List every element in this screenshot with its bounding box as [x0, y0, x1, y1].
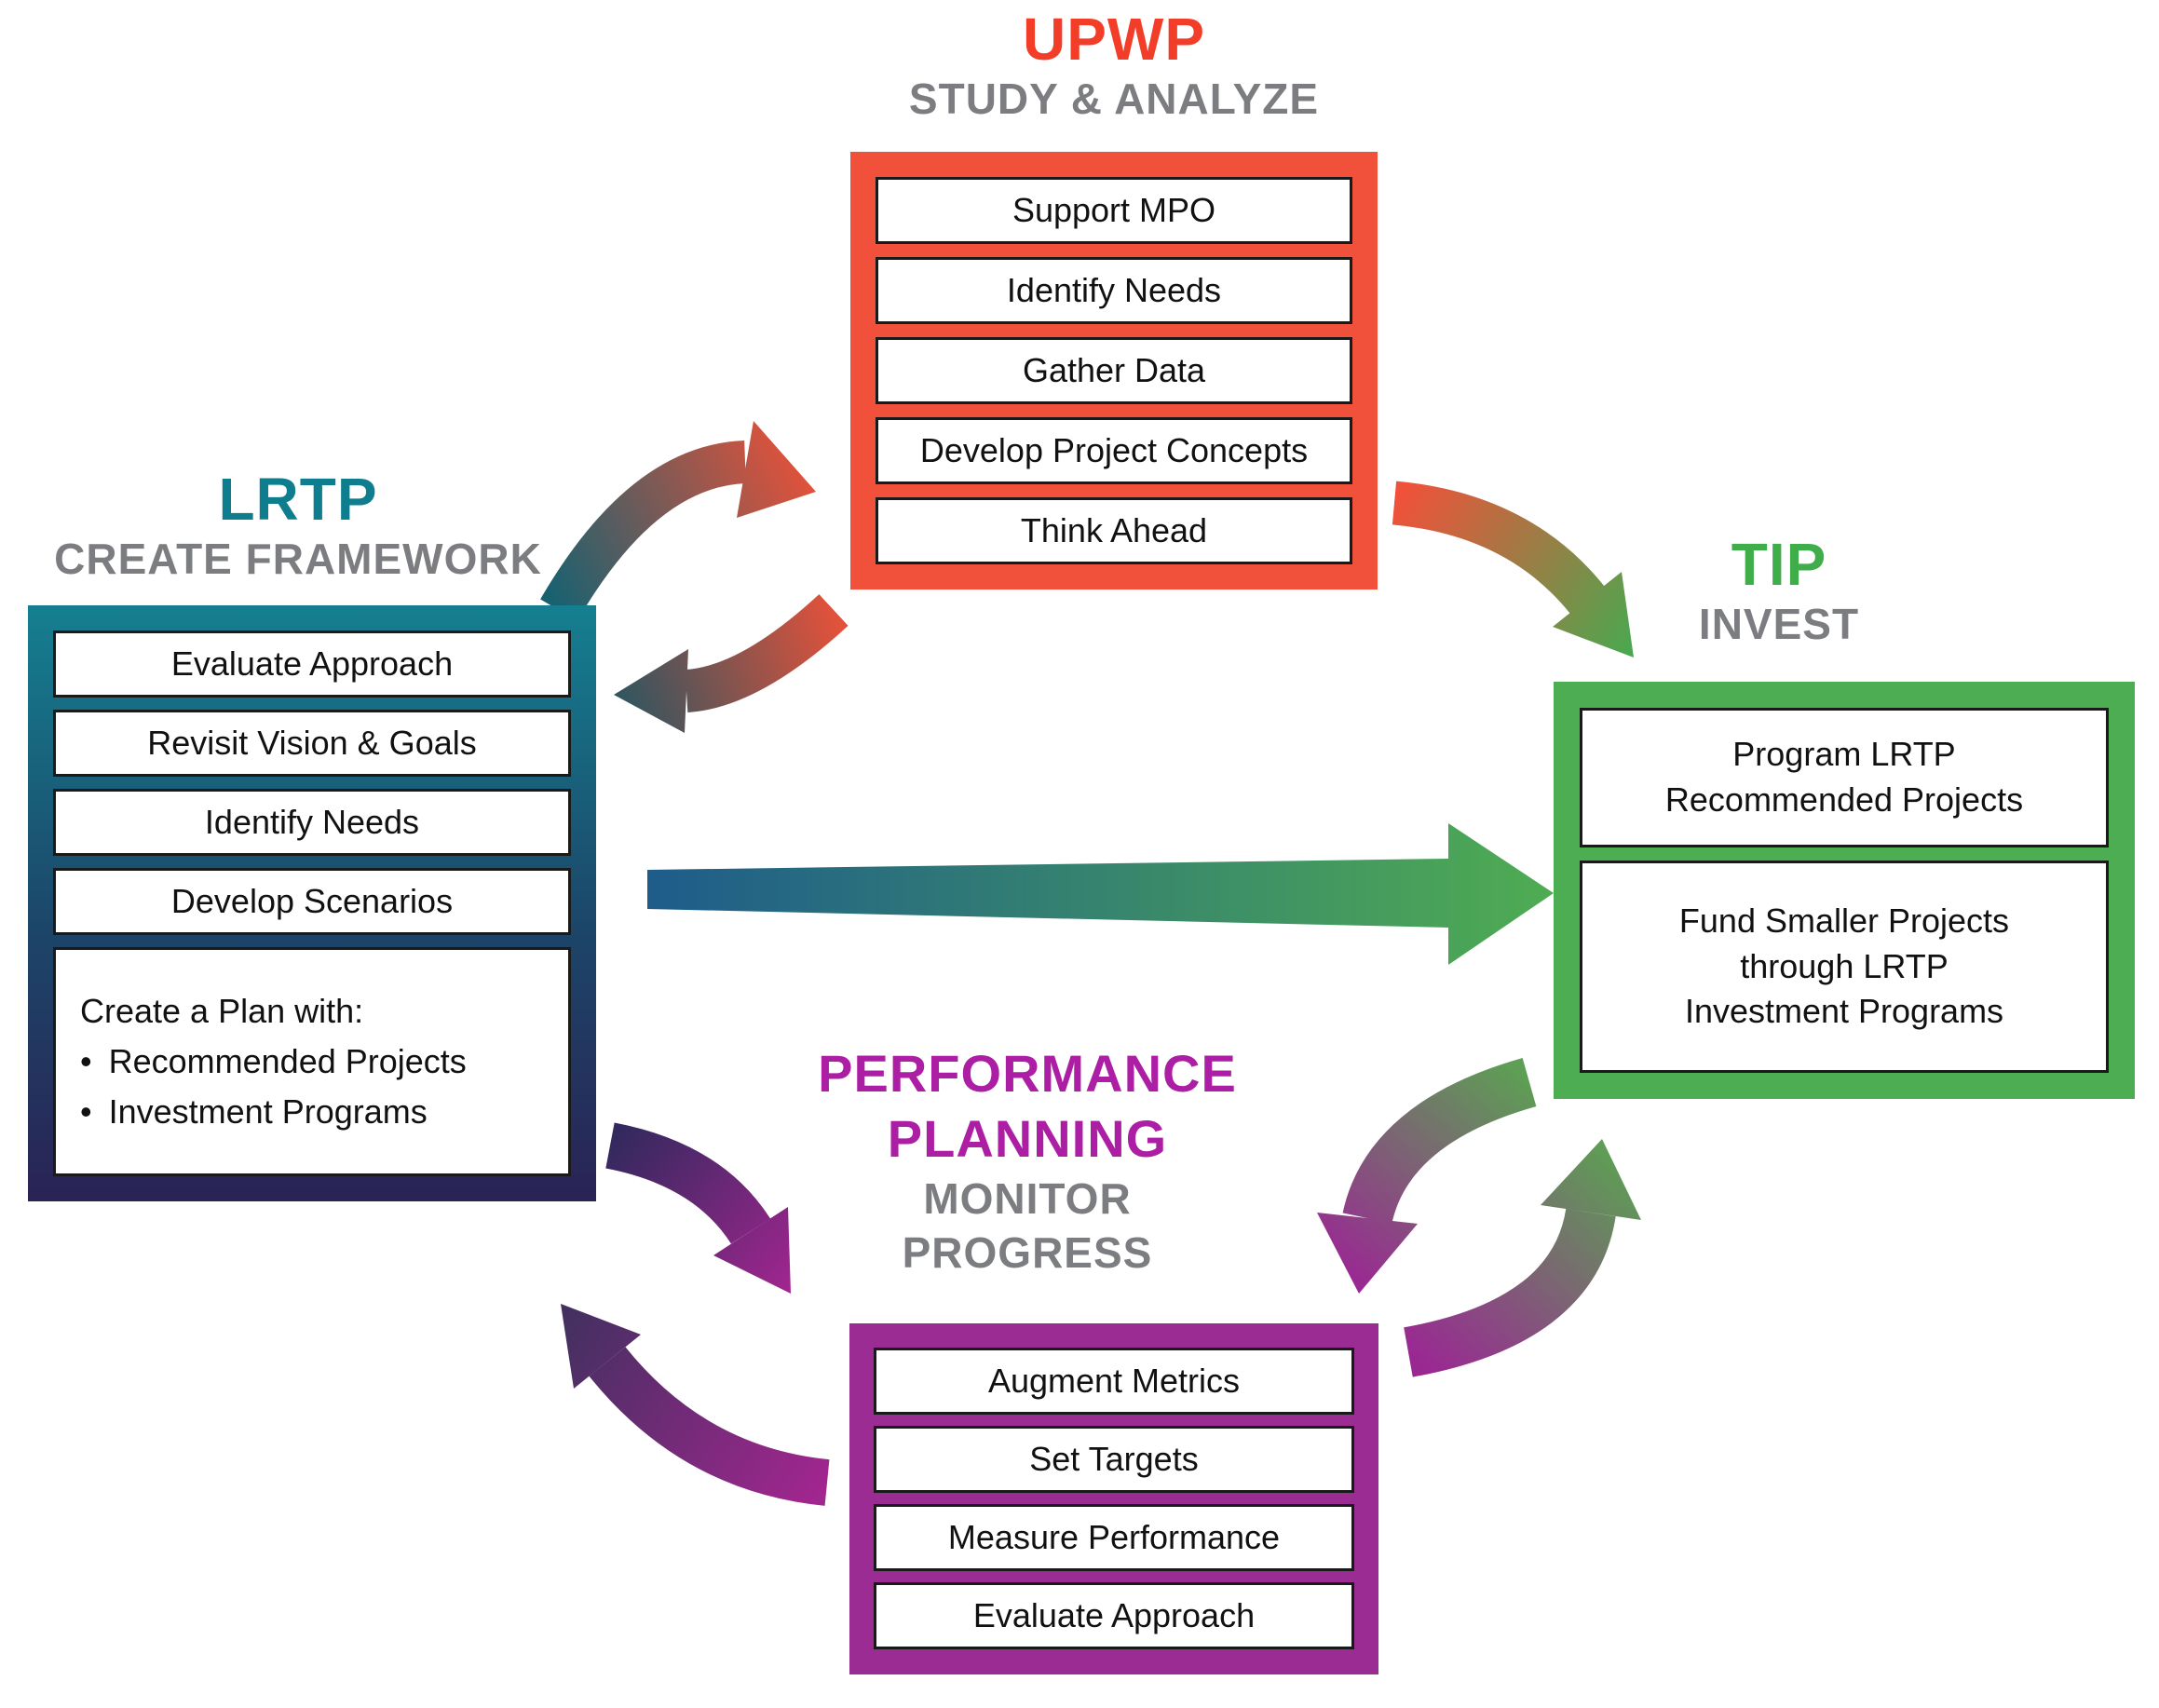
- plan-heading: Create a Plan with:: [80, 992, 364, 1030]
- plan-bullet-item: • Recommended Projects: [80, 1037, 550, 1087]
- bullet-dot: •: [80, 1042, 92, 1080]
- upwp-title-block: UPWP STUDY & ANALYZE: [850, 6, 1378, 125]
- arrow-tip-to-performance: [1317, 1058, 1537, 1294]
- performance-item: Augment Metrics: [874, 1348, 1354, 1415]
- tip-title-block: TIP INVEST: [1488, 531, 2070, 650]
- lrtp-title-block: LRTP CREATE FRAMEWORK: [19, 466, 577, 585]
- upwp-title: UPWP: [1023, 6, 1205, 73]
- tip-subtitle: INVEST: [1698, 600, 1860, 648]
- performance-subtitle-line2: PROGRESS: [902, 1228, 1153, 1277]
- arrow-lrtp-to-performance: [605, 1122, 791, 1294]
- upwp-box: Support MPO Identify Needs Gather Data D…: [850, 152, 1378, 590]
- performance-title-line2: PLANNING: [887, 1109, 1168, 1168]
- tip-item: Fund Smaller Projects through LRTP Inves…: [1580, 861, 2109, 1073]
- lrtp-item: Develop Scenarios: [53, 868, 571, 935]
- lrtp-subtitle: CREATE FRAMEWORK: [54, 535, 542, 583]
- tip-item-label: Fund Smaller Projects through LRTP Inves…: [1678, 901, 2010, 1031]
- lrtp-item: Identify Needs: [53, 789, 571, 856]
- arrow-lrtp-to-upwp: [540, 421, 816, 621]
- lrtp-item: Evaluate Approach: [53, 630, 571, 698]
- plan-bullet-item: • Investment Programs: [80, 1087, 550, 1137]
- tip-title: TIP: [1731, 531, 1827, 598]
- performance-item: Set Targets: [874, 1426, 1354, 1493]
- bullet-dot: •: [80, 1092, 92, 1131]
- arrow-performance-to-lrtp: [561, 1304, 830, 1506]
- plan-bullet-label: Investment Programs: [108, 1092, 428, 1131]
- upwp-item: Gather Data: [876, 337, 1352, 404]
- arrow-lrtp-to-tip: [647, 823, 1554, 965]
- upwp-item: Think Ahead: [876, 497, 1352, 564]
- upwp-item: Develop Project Concepts: [876, 417, 1352, 484]
- upwp-item: Identify Needs: [876, 257, 1352, 324]
- lrtp-plan-box: Create a Plan with: • Recommended Projec…: [53, 947, 571, 1176]
- tip-box: Program LRTP Recommended Projects Fund S…: [1554, 682, 2135, 1099]
- tip-item-label: Program LRTP Recommended Projects: [1664, 735, 2024, 819]
- arrow-upwp-to-tip: [1392, 481, 1634, 657]
- lrtp-item: Revisit Vision & Goals: [53, 710, 571, 777]
- performance-box: Augment Metrics Set Targets Measure Perf…: [849, 1323, 1378, 1674]
- performance-item: Evaluate Approach: [874, 1582, 1354, 1649]
- performance-title-block: PERFORMANCE PLANNING MONITOR PROGRESS: [748, 1041, 1307, 1280]
- performance-subtitle-line1: MONITOR: [923, 1174, 1132, 1223]
- performance-title-line1: PERFORMANCE: [818, 1044, 1237, 1103]
- arrow-performance-to-tip: [1404, 1139, 1641, 1377]
- arrow-upwp-to-lrtp: [614, 594, 849, 733]
- upwp-subtitle: STUDY & ANALYZE: [908, 75, 1320, 123]
- upwp-item: Support MPO: [876, 177, 1352, 244]
- lrtp-title: LRTP: [218, 466, 378, 533]
- plan-bullet-label: Recommended Projects: [108, 1042, 467, 1080]
- lrtp-box: Evaluate Approach Revisit Vision & Goals…: [28, 605, 596, 1201]
- performance-item: Measure Performance: [874, 1504, 1354, 1571]
- tip-item: Program LRTP Recommended Projects: [1580, 708, 2109, 847]
